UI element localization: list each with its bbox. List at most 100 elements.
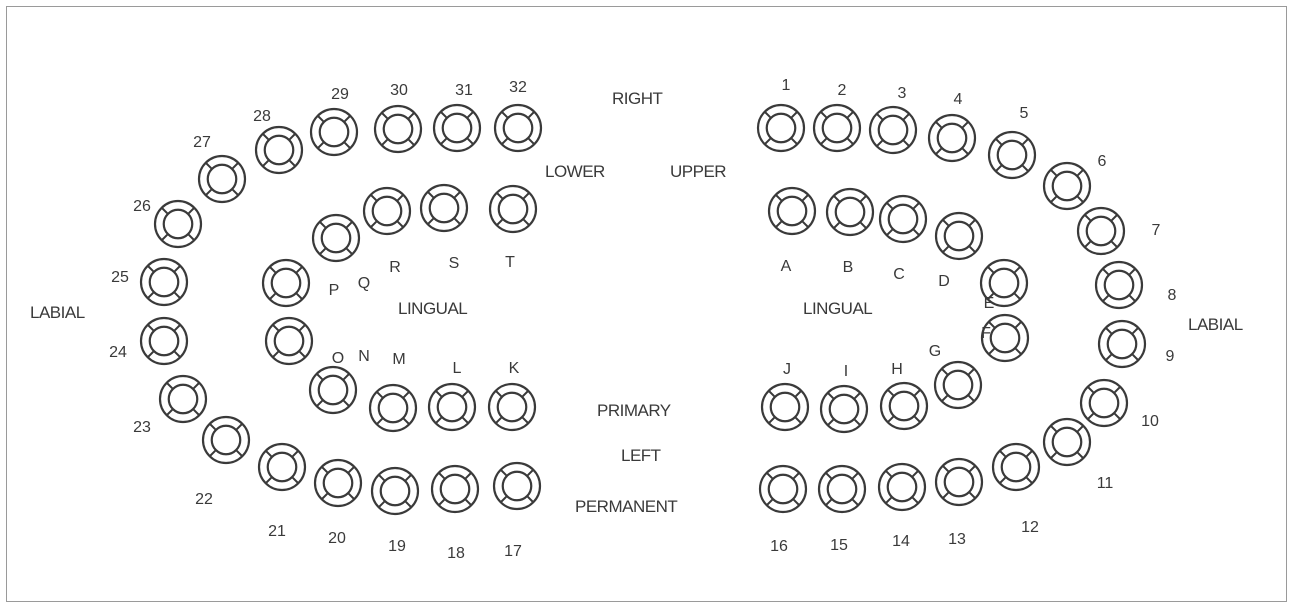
primary-tooth-M[interactable]	[368, 383, 418, 433]
tooth-occlusal-surface	[767, 473, 799, 505]
tooth-surface-divider	[768, 390, 776, 398]
permanent-tooth-14[interactable]	[877, 462, 927, 512]
permanent-tooth-28[interactable]	[254, 125, 304, 175]
tooth-surface-divider	[378, 474, 386, 482]
primary-tooth-H[interactable]	[879, 381, 929, 431]
tooth-surface-divider	[913, 389, 921, 397]
tooth-surface-divider	[427, 217, 435, 225]
primary-tooth-P[interactable]	[261, 258, 311, 308]
primary-tooth-J[interactable]	[760, 382, 810, 432]
primary-tooth-I[interactable]	[819, 384, 869, 434]
permanent-tooth-31[interactable]	[432, 103, 482, 153]
label-lower: LOWER	[545, 162, 605, 181]
permanent-tooth-10[interactable]	[1079, 378, 1129, 428]
tooth-surface-divider	[298, 324, 306, 332]
permanent-tooth-3[interactable]	[868, 105, 918, 155]
primary-tooth-letter: Q	[358, 275, 370, 292]
tooth-occlusal-surface	[273, 325, 305, 357]
tooth-surface-divider	[833, 221, 841, 229]
primary-tooth-G[interactable]	[933, 360, 983, 410]
permanent-tooth-number: 1	[782, 77, 791, 94]
permanent-tooth-24[interactable]	[139, 316, 189, 366]
primary-tooth-letter: H	[891, 361, 903, 378]
permanent-tooth-27[interactable]	[197, 154, 247, 204]
tooth-surface-divider	[887, 415, 895, 423]
permanent-tooth-number: 15	[830, 537, 848, 554]
primary-tooth-L[interactable]	[427, 382, 477, 432]
tooth-surface-divider	[316, 373, 324, 381]
permanent-tooth-2[interactable]	[812, 103, 862, 153]
primary-tooth-letter: P	[329, 282, 340, 299]
primary-tooth-B[interactable]	[825, 187, 875, 237]
primary-tooth-Q[interactable]	[311, 213, 361, 263]
primary-tooth-E[interactable]	[979, 258, 1029, 308]
tooth-surface-divider	[461, 390, 469, 398]
primary-tooth-R[interactable]	[362, 186, 412, 236]
permanent-tooth-8[interactable]	[1094, 260, 1144, 310]
permanent-tooth-17[interactable]	[492, 461, 542, 511]
tooth-surface-divider	[999, 476, 1007, 484]
primary-tooth-A[interactable]	[767, 186, 817, 236]
permanent-tooth-19[interactable]	[370, 466, 420, 516]
permanent-tooth-4[interactable]	[927, 113, 977, 163]
permanent-tooth-9[interactable]	[1097, 319, 1147, 369]
primary-tooth-N[interactable]	[308, 365, 358, 415]
primary-tooth-T[interactable]	[488, 184, 538, 234]
permanent-tooth-23[interactable]	[158, 374, 208, 424]
tooth-surface-divider	[941, 394, 949, 402]
tooth-occlusal-surface	[379, 475, 411, 507]
permanent-tooth-22[interactable]	[201, 415, 251, 465]
permanent-tooth-16[interactable]	[758, 464, 808, 514]
tooth-surface-divider	[291, 476, 299, 484]
tooth-surface-divider	[466, 137, 474, 145]
permanent-tooth-32[interactable]	[493, 103, 543, 153]
permanent-tooth-15[interactable]	[817, 464, 867, 514]
permanent-tooth-26[interactable]	[153, 199, 203, 249]
primary-tooth-O[interactable]	[264, 316, 314, 366]
tooth-surface-divider	[792, 498, 800, 506]
tooth-surface-divider	[453, 191, 461, 199]
tooth-surface-divider	[521, 390, 529, 398]
permanent-tooth-number: 4	[954, 91, 963, 108]
permanent-tooth-13[interactable]	[934, 457, 984, 507]
primary-tooth-F[interactable]	[980, 313, 1030, 363]
tooth-surface-divider	[1131, 353, 1139, 361]
primary-tooth-letter: M	[392, 351, 405, 368]
permanent-tooth-20[interactable]	[313, 458, 363, 508]
tooth-surface-divider	[298, 350, 306, 358]
tooth-surface-divider	[321, 466, 329, 474]
permanent-tooth-18[interactable]	[430, 464, 480, 514]
permanent-tooth-1[interactable]	[756, 103, 806, 153]
primary-tooth-S[interactable]	[419, 183, 469, 233]
permanent-tooth-5[interactable]	[987, 130, 1037, 180]
tooth-surface-divider	[1110, 214, 1118, 222]
tooth-surface-divider	[851, 472, 859, 480]
permanent-tooth-30[interactable]	[373, 104, 423, 154]
primary-tooth-C[interactable]	[878, 194, 928, 244]
tooth-surface-divider	[1021, 138, 1029, 146]
permanent-tooth-number: 17	[504, 543, 522, 560]
permanent-tooth-12[interactable]	[991, 442, 1041, 492]
tooth-surface-divider	[995, 164, 1003, 172]
permanent-tooth-6[interactable]	[1042, 161, 1092, 211]
tooth-surface-divider	[942, 245, 950, 253]
tooth-surface-divider	[902, 139, 910, 147]
permanent-tooth-7[interactable]	[1076, 206, 1126, 256]
tooth-surface-divider	[272, 324, 280, 332]
permanent-tooth-21[interactable]	[257, 442, 307, 492]
primary-tooth-D[interactable]	[934, 211, 984, 261]
tooth-surface-divider	[794, 390, 802, 398]
tooth-occlusal-surface	[439, 473, 471, 505]
permanent-tooth-29[interactable]	[309, 107, 359, 157]
tooth-surface-divider	[147, 291, 155, 299]
tooth-surface-divider	[378, 500, 386, 508]
permanent-tooth-11[interactable]	[1042, 417, 1092, 467]
primary-tooth-K[interactable]	[487, 382, 537, 432]
tooth-surface-divider	[820, 111, 828, 119]
tooth-surface-divider	[935, 147, 943, 155]
permanent-tooth-number: 26	[133, 198, 151, 215]
permanent-tooth-25[interactable]	[139, 257, 189, 307]
label-labial-right: LABIAL	[1188, 315, 1243, 334]
tooth-surface-divider	[1076, 169, 1084, 177]
tooth-surface-divider	[942, 219, 950, 227]
